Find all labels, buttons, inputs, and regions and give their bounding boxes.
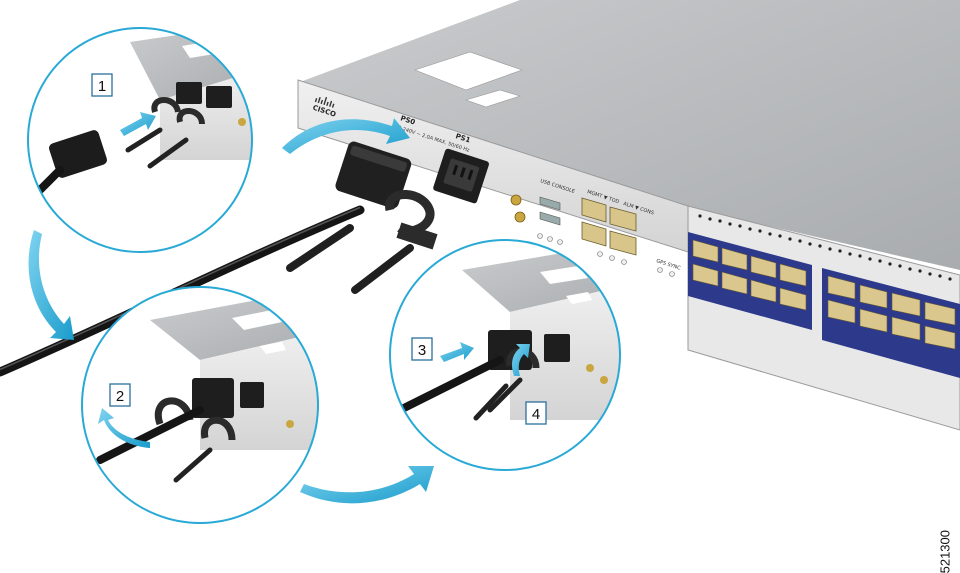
svg-text:1: 1	[98, 78, 106, 95]
svg-text:3: 3	[418, 342, 426, 359]
usb-ports	[539, 196, 561, 226]
svg-text:4: 4	[532, 406, 540, 423]
step-2-detail: 2	[81, 286, 319, 524]
sfp-port-block-2	[822, 268, 960, 378]
flow-arrows	[28, 118, 434, 504]
svg-text:2: 2	[116, 388, 124, 405]
figure-id-label: 521300	[937, 530, 952, 573]
vent-holes	[698, 214, 952, 281]
sfp-port-block-1	[688, 232, 812, 330]
switch-chassis: CISCO PS0 PS1 100-240V ~ 2.0A MAX. 50/60…	[297, 0, 960, 431]
insert-arrow-icon	[120, 112, 156, 136]
rotate-arrow-icon	[98, 408, 150, 448]
step-3-badge: 3	[411, 337, 433, 361]
curved-arrow-icon	[28, 230, 74, 340]
insert-arrow-icon	[440, 342, 474, 362]
step-3-4-detail: 3 4	[389, 239, 621, 471]
coax-connectors	[510, 194, 526, 223]
step-1-detail: 1	[27, 27, 253, 253]
rotate-arrow-icon	[512, 344, 530, 376]
installation-diagram: CISCO PS0 PS1 100-240V ~ 2.0A MAX. 50/60…	[0, 0, 960, 524]
curved-arrow-icon	[300, 466, 434, 504]
step-4-badge: 4	[525, 401, 547, 425]
curved-arrow-icon	[282, 118, 410, 154]
step-1-badge: 1	[91, 73, 113, 97]
ps1-power-inlet	[433, 148, 489, 204]
step-2-badge: 2	[109, 383, 131, 407]
rj45-ports	[581, 197, 637, 256]
